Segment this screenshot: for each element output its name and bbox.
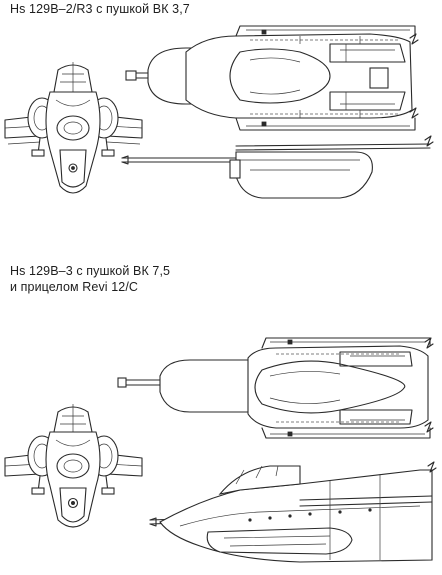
side-view-b2 — [121, 135, 434, 199]
caption-hs129b3-line2: и прицелом Revi 12/C — [10, 280, 139, 294]
front-view-b3 — [4, 404, 143, 528]
side-view-b3 — [149, 461, 437, 563]
plan-view-b2 — [125, 25, 419, 131]
caption-hs129b3-line1: Hs 129B–3 с пушкой ВК 7,5 — [10, 264, 171, 278]
plan-view-b3 — [117, 337, 434, 439]
caption-hs129b2-r3: Hs 129B–2/R3 с пушкой ВК 3,7 — [10, 2, 190, 16]
front-view-b2 — [4, 62, 143, 194]
